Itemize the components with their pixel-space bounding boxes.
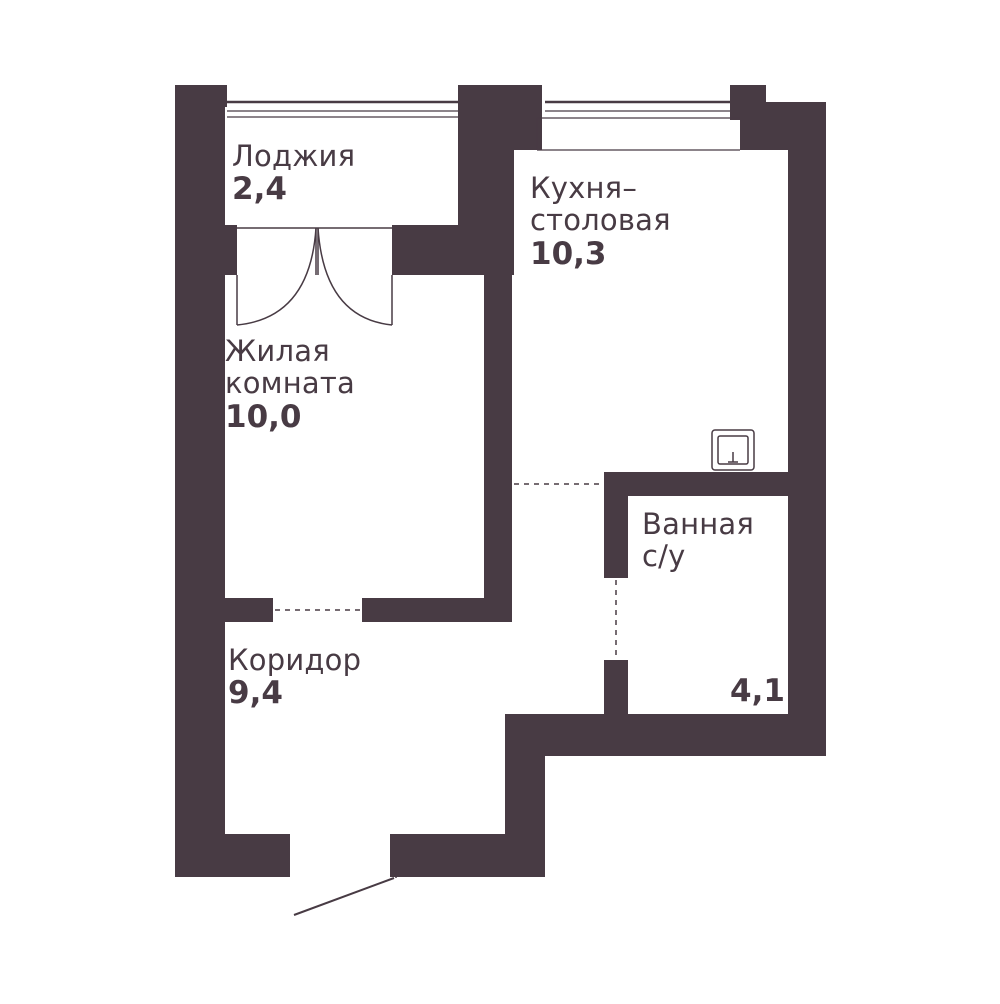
room-label-corridor: Коридор 9,4 xyxy=(228,644,361,711)
wall-bath-bottom xyxy=(505,714,826,756)
room-name-corridor: Коридор xyxy=(228,643,362,677)
room-name-kitchen-line2: столовая xyxy=(530,203,671,238)
wall-loggia-living-left xyxy=(217,225,237,275)
wall-bath-top xyxy=(604,472,826,496)
wall-living-kitchen xyxy=(484,150,512,622)
wall-bottom-left xyxy=(175,834,290,877)
window-icon xyxy=(227,100,740,151)
wall-top-stub xyxy=(496,85,512,103)
room-name-living-line1: Жилая xyxy=(225,334,330,368)
room-area-bathroom: 4,1 xyxy=(730,673,785,709)
room-name-living-line2: комната xyxy=(225,366,355,401)
wall-bath-left-lower xyxy=(604,660,628,720)
opening-lines xyxy=(275,483,617,660)
room-name-bathroom-line1: Ванная xyxy=(642,507,755,541)
room-area-corridor: 9,4 xyxy=(228,675,283,712)
room-area-loggia: 2,4 xyxy=(232,171,287,208)
room-label-bathroom: Ванная с/у xyxy=(642,508,754,573)
room-label-loggia: Лоджия 2,4 xyxy=(232,140,355,207)
room-area-living: 10,0 xyxy=(225,398,302,435)
door-swing-icon xyxy=(236,227,393,326)
room-label-living: Жилая комната 10,0 xyxy=(225,335,355,435)
entry-door-icon xyxy=(293,870,397,916)
room-name-loggia: Лоджия xyxy=(232,139,356,173)
room-area-kitchen: 10,3 xyxy=(530,235,607,272)
wall-living-corridor-left xyxy=(217,598,273,622)
sink-icon xyxy=(711,429,755,471)
wall-living-corridor-right xyxy=(362,598,512,622)
room-name-kitchen-line1: Кухня– xyxy=(530,171,638,205)
walls xyxy=(175,85,826,877)
wall-loggia-post-left xyxy=(175,85,227,107)
wall-bath-left-upper xyxy=(604,472,628,578)
room-label-kitchen: Кухня– столовая 10,3 xyxy=(530,172,671,272)
wall-bottom-right xyxy=(390,834,545,877)
room-name-bathroom-line2: с/у xyxy=(642,539,686,574)
wall-right-outer xyxy=(788,102,826,756)
wall-left-outer xyxy=(175,85,225,877)
